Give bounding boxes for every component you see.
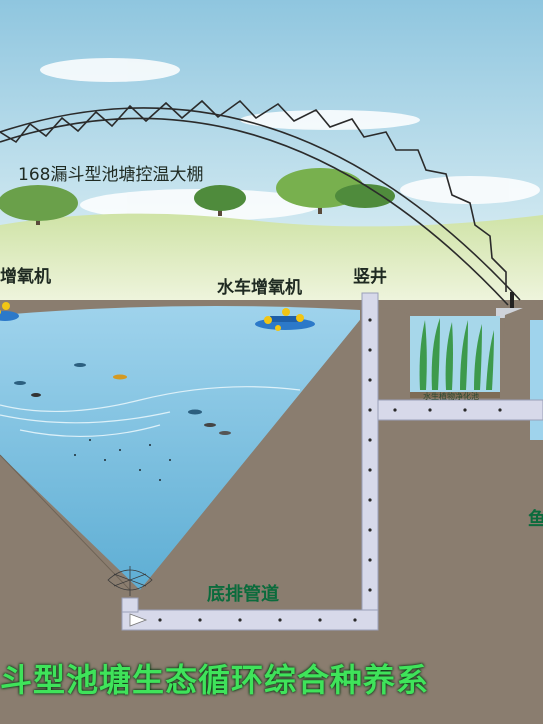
far-hills xyxy=(0,213,543,300)
aerator-left xyxy=(0,302,19,321)
feed-particles xyxy=(74,439,171,481)
aquatic-plants xyxy=(419,318,494,390)
plant-pond-label: 水生植物净化池 xyxy=(423,392,479,401)
aerator-waterwheel xyxy=(255,308,315,331)
flow-arrow xyxy=(129,613,148,627)
aerator-left-label: 增氧机 xyxy=(0,267,51,287)
banner-title: 斗型池塘生态循环综合种养系 xyxy=(0,661,430,699)
main-pond-water xyxy=(0,306,360,590)
shaft-label: 竖井 xyxy=(353,267,387,287)
soil-middle xyxy=(130,300,543,640)
right-edge-label: 鱼 xyxy=(528,509,543,530)
water-currents xyxy=(0,386,301,438)
waterwheel-aerator-label: 水车增氧机 xyxy=(217,278,302,298)
pipe-dots xyxy=(158,318,502,622)
trees xyxy=(0,168,395,225)
right-pond-water xyxy=(530,320,543,440)
bottom-drain-pipe xyxy=(121,609,379,631)
clouds xyxy=(40,58,540,221)
plant-pond-pipe xyxy=(377,399,543,421)
fish xyxy=(14,363,231,435)
greenhouse-label: 168漏斗型池塘控温大棚 xyxy=(18,165,204,185)
shaft-pipe xyxy=(361,292,379,631)
banner-band xyxy=(0,640,543,724)
soil-left xyxy=(0,455,130,640)
greenhouse-arch xyxy=(0,99,521,306)
drain-net xyxy=(107,566,153,596)
drain-pipe-label: 底排管道 xyxy=(207,584,279,605)
